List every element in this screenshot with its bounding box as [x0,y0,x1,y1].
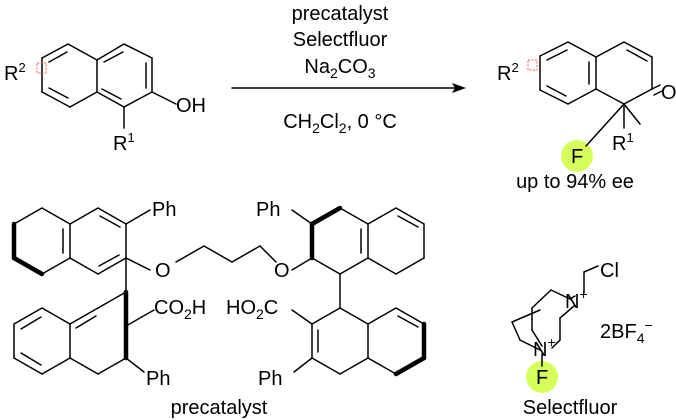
reagent-precatalyst: precatalyst [292,3,389,25]
product-fluorine-label: F [571,146,583,168]
precatalyst-ether-o-right: O [274,260,290,282]
precatalyst-co2h-left: CO2H [154,297,206,322]
selectfluor-counterion: 2BF4− [600,317,653,346]
selectfluor-cl-label: Cl [600,260,619,282]
reaction-arrow-group: precatalyst Selectfluor Na2CO3 CH2Cl2, 0… [231,3,466,136]
product-bonds [527,41,663,147]
arrowhead-icon [452,83,466,93]
enantioselectivity-note: up to 94% ee [516,171,634,193]
selectfluor-fluorine-highlight [526,361,558,393]
reagent-selectfluor: Selectfluor [293,29,388,51]
reaction-conditions: CH2Cl2, 0 °C [283,111,397,136]
precatalyst-ether-o-left: O [155,260,171,282]
substrate-oh-label: OH [176,95,206,117]
substrate-r1-label: R1 [113,130,135,155]
precatalyst-caption: precatalyst [171,397,268,419]
selectfluor-f-label: F [536,367,548,389]
precatalyst-ph-top-left: Ph [152,199,176,221]
product-structure: R2 O F R1 up to 94% ee [497,41,676,193]
selectfluor-n-bottom: N+ [533,334,556,361]
selectfluor-caption: Selectfluor [523,397,618,419]
precatalyst-ho2c-right: HO2C [226,297,278,322]
product-r1-label: R1 [612,130,634,155]
selectfluor-n-top: N+ [565,286,588,313]
reagent-base: Na2CO3 [304,56,375,81]
product-fluorine-highlight [561,140,593,172]
precatalyst-ph-bottom-right: Ph [258,368,282,390]
product-oxo-label: O [661,82,676,104]
product-r2-label: R2 [497,60,519,85]
precatalyst-ph-bottom-left: Ph [146,368,170,390]
selectfluor-bonds [511,265,599,367]
precatalyst-ph-top-right: Ph [256,199,280,221]
substrate-structure: R2 OH R1 [4,43,206,155]
precatalyst-bonds [11,205,427,377]
substrate-r2-label: R2 [4,60,26,85]
substrate-bonds [36,43,177,129]
precatalyst-structure: Ph Ph O O CO2H HO2C Ph Ph precatalyst [11,199,427,419]
selectfluor-structure: Cl N+ N+ F 2BF4− Selectfluor [511,260,653,419]
